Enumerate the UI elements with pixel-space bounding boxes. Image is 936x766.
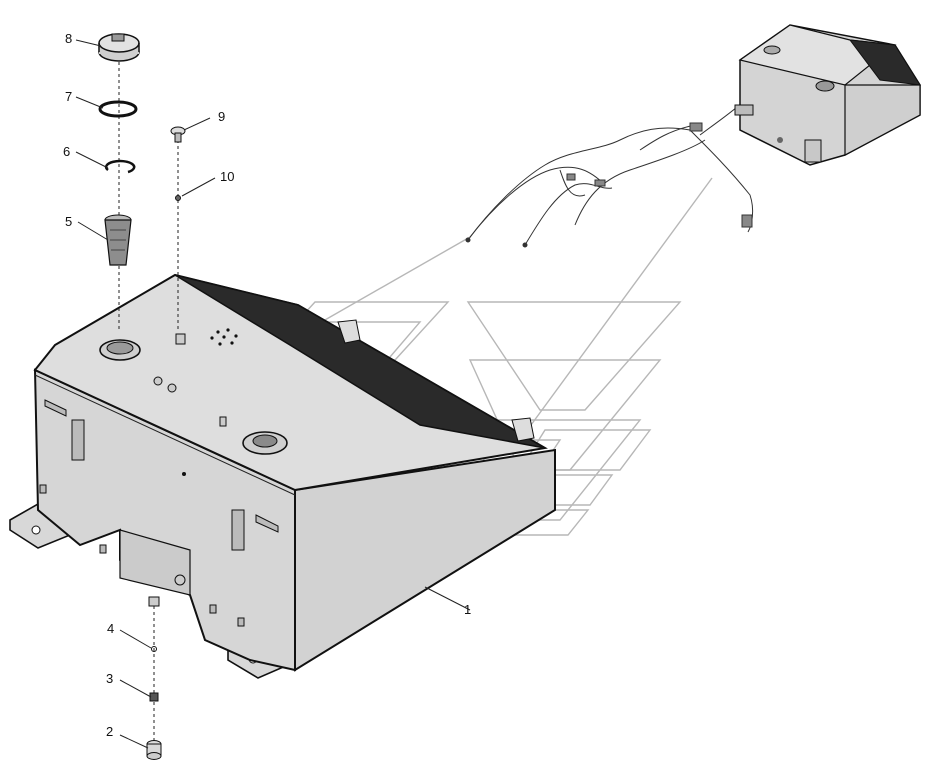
fuel-tank	[9, 273, 556, 679]
callout-2: 2	[106, 724, 113, 739]
callout-1: 1	[464, 602, 471, 617]
seal-ring-part	[98, 100, 138, 118]
callout-3: 3	[106, 671, 113, 686]
callout-7: 7	[65, 89, 72, 104]
nut-part	[149, 692, 159, 702]
callout-5: 5	[65, 214, 72, 229]
callout-9: 9	[218, 109, 225, 124]
washer-part	[175, 195, 181, 201]
callout-10: 10	[220, 169, 234, 184]
o-ring-part	[151, 646, 157, 652]
callout-6: 6	[63, 144, 70, 159]
vent-screw-part	[170, 126, 186, 143]
snap-ring-part	[104, 159, 136, 174]
wiring-harness	[465, 99, 754, 248]
filler-cap-part	[98, 33, 140, 62]
reference-tank	[734, 24, 921, 166]
exploded-parts	[98, 33, 186, 760]
callout-leaders	[75, 39, 471, 749]
callout-labels: 1 2 3 4 5 6 7 8 9 10	[63, 31, 471, 739]
strainer-part	[104, 214, 132, 266]
callout-8: 8	[65, 31, 72, 46]
drain-plug-part	[146, 740, 162, 760]
callout-4: 4	[107, 621, 114, 636]
